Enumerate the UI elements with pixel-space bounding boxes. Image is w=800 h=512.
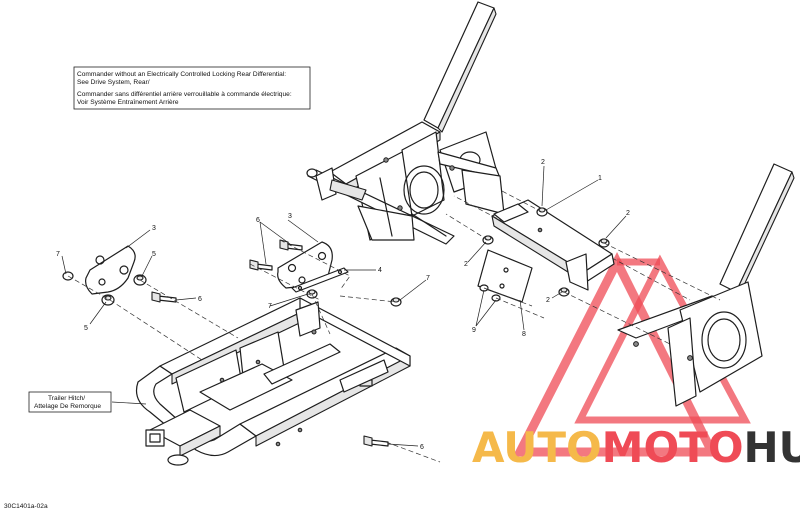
- callout-7-left: 7: [56, 251, 60, 258]
- drive-system-note-box: Commander without an Electrically Contro…: [73, 66, 311, 110]
- callout-2-left: 2: [464, 261, 468, 268]
- callout-6-bottom: 6: [420, 444, 424, 451]
- watermark-part-moto: MOTO: [602, 423, 744, 472]
- left-hitch-bracket: [62, 245, 177, 306]
- trailer-hitch-label-en: Trailer Hitch/: [48, 395, 85, 402]
- trailer-hitch-note-box: Trailer Hitch/ Attelage De Remorque: [28, 391, 112, 413]
- watermark-part-auto: AUTO: [472, 423, 602, 472]
- callout-labels: 1 2 2 2 2 3 3 4 5 5 6 6 6 7 7 7 8 9: [56, 159, 630, 451]
- vehicle-frame-assembly: [306, 1, 505, 245]
- callout-5-upper: 5: [152, 251, 156, 258]
- callout-7-right: 7: [426, 275, 430, 282]
- note-line-3: Commander sans différentiel arrière verr…: [77, 91, 292, 98]
- note-line-2: See Drive System, Rear/: [77, 79, 150, 86]
- callout-3-left: 3: [152, 225, 156, 232]
- callout-1: 1: [598, 175, 602, 182]
- rear-frame-section: [617, 163, 795, 407]
- callout-2-right: 2: [626, 210, 630, 217]
- callout-2-bottom: 2: [546, 297, 550, 304]
- document-code: 30C1401a-02a: [4, 503, 48, 510]
- note-line-1: Commander without an Electrically Contro…: [77, 71, 286, 78]
- callout-5-lower: 5: [84, 325, 88, 332]
- hitch-support-crossbar: [491, 199, 615, 291]
- callout-8: 8: [522, 331, 526, 338]
- trailer-hitch-label-fr: Attelage De Remorque: [34, 403, 101, 410]
- callout-7-center: 7: [268, 303, 272, 310]
- note-line-4: Voir Système Entraînement Arrière: [77, 99, 179, 106]
- callout-6-center: 6: [256, 217, 260, 224]
- trailer-hitch-frame: [135, 297, 411, 466]
- hitch-bolt-lower: [363, 435, 389, 447]
- callout-4: 4: [378, 267, 382, 274]
- callout-leader-lines: [61, 165, 627, 447]
- assembly-dashed-lines: [67, 189, 721, 463]
- callout-2-top: 2: [541, 159, 545, 166]
- callout-3-center: 3: [288, 213, 292, 220]
- watermark-part-hub: HUB: [744, 423, 800, 472]
- callout-6-left: 6: [198, 296, 202, 303]
- watermark-wordmark: AUTOMOTOHUB: [472, 423, 800, 472]
- callout-9: 9: [472, 327, 476, 334]
- center-hitch-bracket: [249, 239, 349, 299]
- cover-plate: [477, 249, 533, 303]
- svg-text:AUTOMOTOHUB: AUTOMOTOHUB: [472, 423, 800, 472]
